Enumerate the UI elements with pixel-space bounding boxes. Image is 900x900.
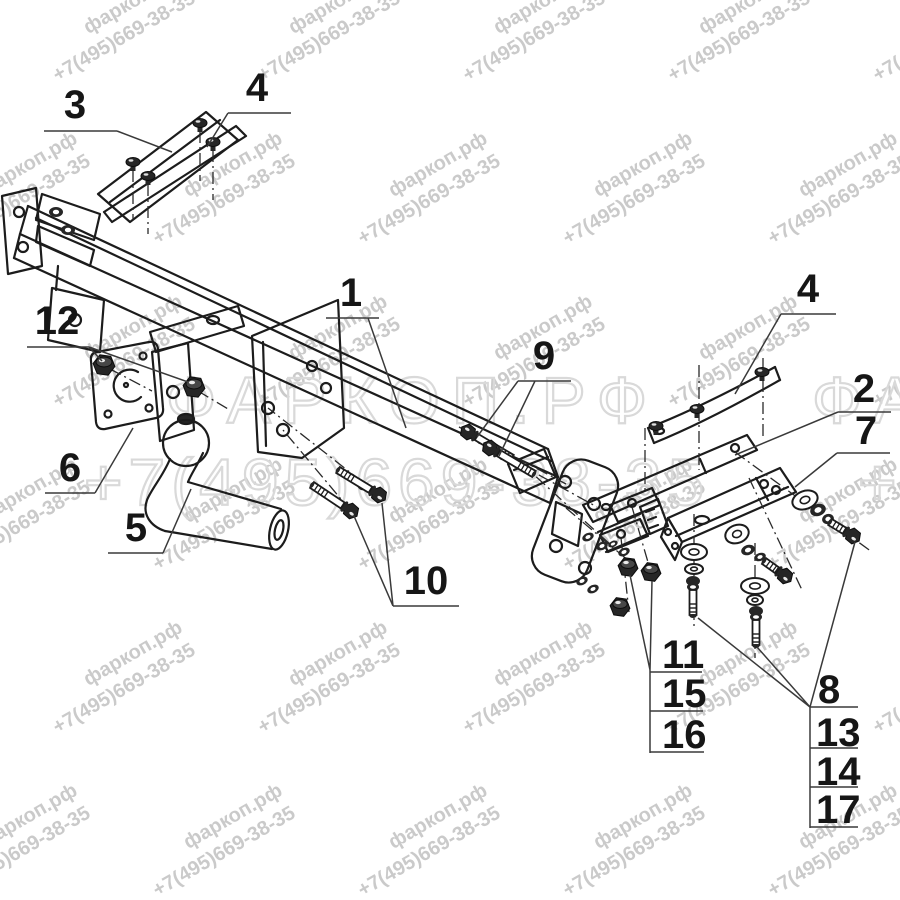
callout-13: 13	[816, 711, 861, 755]
callout-4a: 4	[246, 66, 269, 110]
bracket-part-2	[581, 433, 759, 524]
fasteners-layer	[49, 118, 861, 648]
callout-3: 3	[64, 83, 86, 127]
reinforcement-strap-part-4-left	[102, 124, 248, 224]
left-mount-plate	[0, 186, 106, 354]
callout-layer: 3 4 1 9 4 2 7 12 6 5 10 11 15 16 8 13 14…	[35, 66, 877, 832]
callout-12: 12	[35, 299, 80, 343]
callout-6: 6	[59, 446, 81, 490]
watermark-big-line1-overflow: ФАРКОП.РФ	[811, 362, 900, 438]
callout-9: 9	[533, 334, 555, 378]
callout-4b: 4	[797, 267, 820, 311]
leader-lines	[27, 112, 891, 828]
bracket-part-7	[659, 466, 798, 562]
watermark-big-line1: ФАРКОП.РФ	[165, 362, 660, 438]
callout-16: 16	[662, 713, 707, 757]
tow-ball-part-5	[144, 412, 290, 551]
side-bracket-part-3	[96, 110, 240, 224]
callout-5: 5	[125, 506, 147, 550]
ball-mount-bracket	[148, 298, 346, 460]
callout-7: 7	[855, 409, 877, 453]
callout-15: 15	[662, 672, 707, 716]
socket-plate-part-6	[89, 340, 196, 443]
callout-17: 17	[816, 788, 861, 832]
callout-8: 8	[818, 668, 840, 712]
callout-10: 10	[404, 559, 449, 603]
callout-2: 2	[853, 367, 875, 411]
watermark-big-line2-overflow: +7(495)669-38-35	[857, 444, 900, 520]
callout-14: 14	[816, 750, 861, 794]
end-flange-part	[530, 458, 620, 584]
callout-11: 11	[662, 633, 704, 677]
callout-1: 1	[340, 271, 362, 315]
